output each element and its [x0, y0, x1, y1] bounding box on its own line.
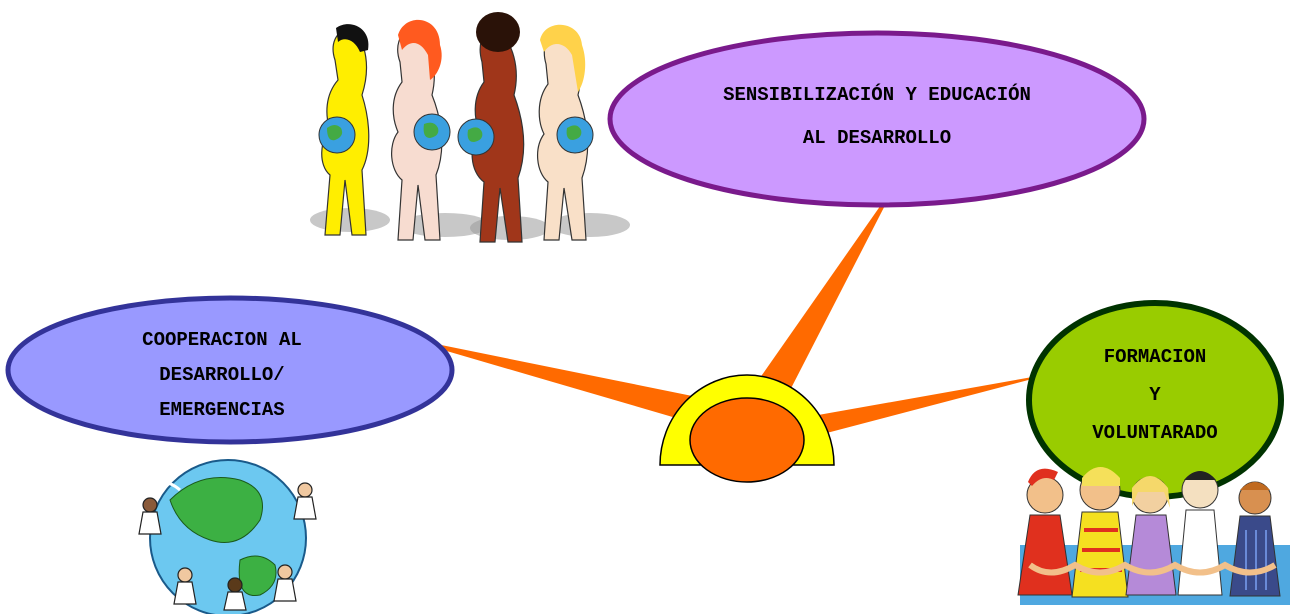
node-sensibilizacion[interactable]: SENSIBILIZACIÓN Y EDUCACIÓN AL DESARROLL… [607, 30, 1147, 208]
spoke-to-top-node [748, 182, 897, 400]
node-top-label-line2: AL DESARROLLO [803, 127, 951, 149]
node-left-ellipse [5, 295, 455, 445]
central-hub [659, 374, 835, 483]
woman-figure-1 [318, 24, 370, 236]
hands-person-2 [1071, 467, 1129, 598]
spoke-to-right-node [790, 373, 1055, 440]
node-top-label-line1: SENSIBILIZACIÓN Y EDUCACIÓN [723, 84, 1031, 106]
pregnant-women-with-globes-illustration [310, 12, 630, 243]
spoke-to-left-node [392, 335, 712, 425]
node-left-label-line3: EMERGENCIAS [159, 399, 284, 421]
woman-figure-3 [457, 12, 525, 243]
node-right-label-line2: Y [1149, 384, 1161, 406]
node-right-label-line3: VOLUNTARADO [1092, 422, 1217, 444]
node-formacion[interactable]: FORMACION Y VOLUNTARADO [1026, 300, 1284, 500]
woman-figure-4 [537, 24, 594, 241]
hub-center-circle [689, 397, 805, 483]
people-around-globe-illustration [138, 459, 317, 614]
woman-figure-2 [391, 19, 451, 241]
node-right-label-line1: FORMACION [1104, 346, 1207, 368]
diagram-spokes [392, 182, 1055, 440]
hands-person-1 [1017, 468, 1073, 596]
node-top-ellipse [607, 30, 1147, 208]
people-holding-hands-illustration [1017, 467, 1290, 605]
node-left-label-line2: DESARROLLO/ [159, 364, 284, 386]
hands-person-4 [1177, 471, 1223, 596]
hands-person-3 [1125, 476, 1177, 596]
hands-person-5 [1229, 481, 1281, 597]
node-cooperacion[interactable]: COOPERACION AL DESARROLLO/ EMERGENCIAS [5, 295, 455, 445]
node-left-label-line1: COOPERACION AL [142, 329, 302, 351]
